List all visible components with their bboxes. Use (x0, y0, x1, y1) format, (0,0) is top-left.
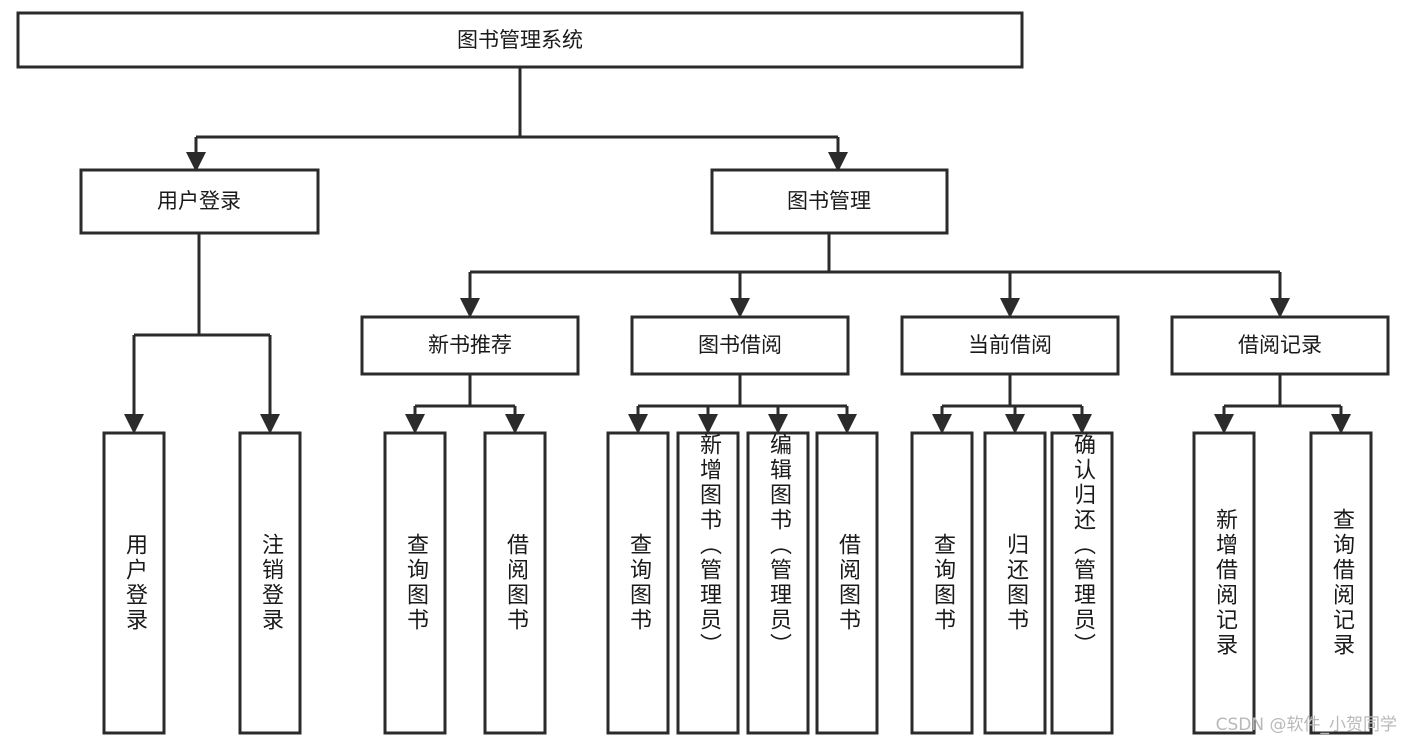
connector-book-borrow-to-leaves (628, 374, 857, 434)
arrow-head-leaf-borrow-book-rec (505, 414, 525, 434)
node-leaf-query-book-rec[interactable] (383, 431, 447, 735)
arrow-head-leaf-confirm-return-admin (1072, 414, 1092, 434)
node-book-borrow-label: 图书借阅 (698, 333, 782, 357)
arrow-head-leaf-edit-book-admin (768, 414, 788, 434)
arrow-head-book-manage (828, 152, 848, 172)
arrow-head-leaf-query-book-current (932, 414, 952, 434)
arrow-head-new-book-rec (460, 298, 480, 318)
arrow-head-leaf-add-book-admin (698, 414, 718, 434)
node-leaf-user-login[interactable] (102, 431, 166, 735)
arrow-head-leaf-borrow-book (837, 414, 857, 434)
connector-book-manage-to-level3 (460, 233, 1290, 318)
node-leaf-query-borrow-record[interactable] (1309, 431, 1373, 735)
node-borrow-record-label: 借阅记录 (1238, 333, 1322, 357)
connector-new-book-rec-to-leaves (405, 374, 525, 434)
node-root[interactable]: 图书管理系统 (16, 11, 1024, 69)
arrow-head-leaf-query-book-borrow (628, 414, 648, 434)
arrow-head-leaf-user-login (124, 414, 144, 434)
node-root-label: 图书管理系统 (457, 28, 583, 52)
node-leaf-user-logout[interactable] (238, 431, 302, 735)
node-current-borrow[interactable]: 当前借阅 (900, 315, 1120, 376)
node-new-book-rec[interactable]: 新书推荐 (360, 315, 580, 376)
node-leaf-return-book[interactable] (983, 431, 1047, 735)
connector-user-login-to-leaves (124, 233, 280, 434)
arrow-head-user-login (186, 152, 206, 172)
node-current-borrow-label: 当前借阅 (968, 333, 1052, 357)
node-leaf-edit-book-admin[interactable] (746, 431, 810, 735)
node-leaf-query-book-current[interactable] (910, 431, 974, 735)
node-leaf-add-borrow-record[interactable] (1192, 431, 1256, 735)
connector-root-to-level2 (186, 67, 848, 172)
node-leaf-borrow-book[interactable] (815, 431, 879, 735)
node-leaf-add-book-admin[interactable] (676, 431, 740, 735)
connector-borrow-record-to-leaves (1214, 374, 1351, 434)
arrow-head-leaf-query-book-rec (405, 414, 425, 434)
arrow-head-leaf-add-borrow-record (1214, 414, 1234, 434)
node-new-book-rec-label: 新书推荐 (428, 333, 512, 357)
node-user-login-label: 用户登录 (157, 189, 241, 213)
node-borrow-record[interactable]: 借阅记录 (1170, 315, 1390, 376)
arrow-head-current-borrow (1000, 298, 1020, 318)
connector-current-borrow-to-leaves (932, 374, 1092, 434)
arrow-head-book-borrow (730, 298, 750, 318)
arrow-head-leaf-return-book (1005, 414, 1025, 434)
node-book-manage[interactable]: 图书管理 (710, 168, 949, 235)
arrow-head-leaf-query-borrow-record (1331, 414, 1351, 434)
node-book-manage-label: 图书管理 (787, 189, 871, 213)
node-leaf-query-book-borrow[interactable] (606, 431, 670, 735)
node-user-login[interactable]: 用户登录 (79, 168, 320, 235)
arrow-head-leaf-user-logout (260, 414, 280, 434)
node-leaf-borrow-book-rec[interactable] (483, 431, 547, 735)
node-book-borrow[interactable]: 图书借阅 (630, 315, 850, 376)
arrow-head-borrow-record (1270, 298, 1290, 318)
node-leaf-confirm-return-admin[interactable] (1050, 431, 1114, 735)
